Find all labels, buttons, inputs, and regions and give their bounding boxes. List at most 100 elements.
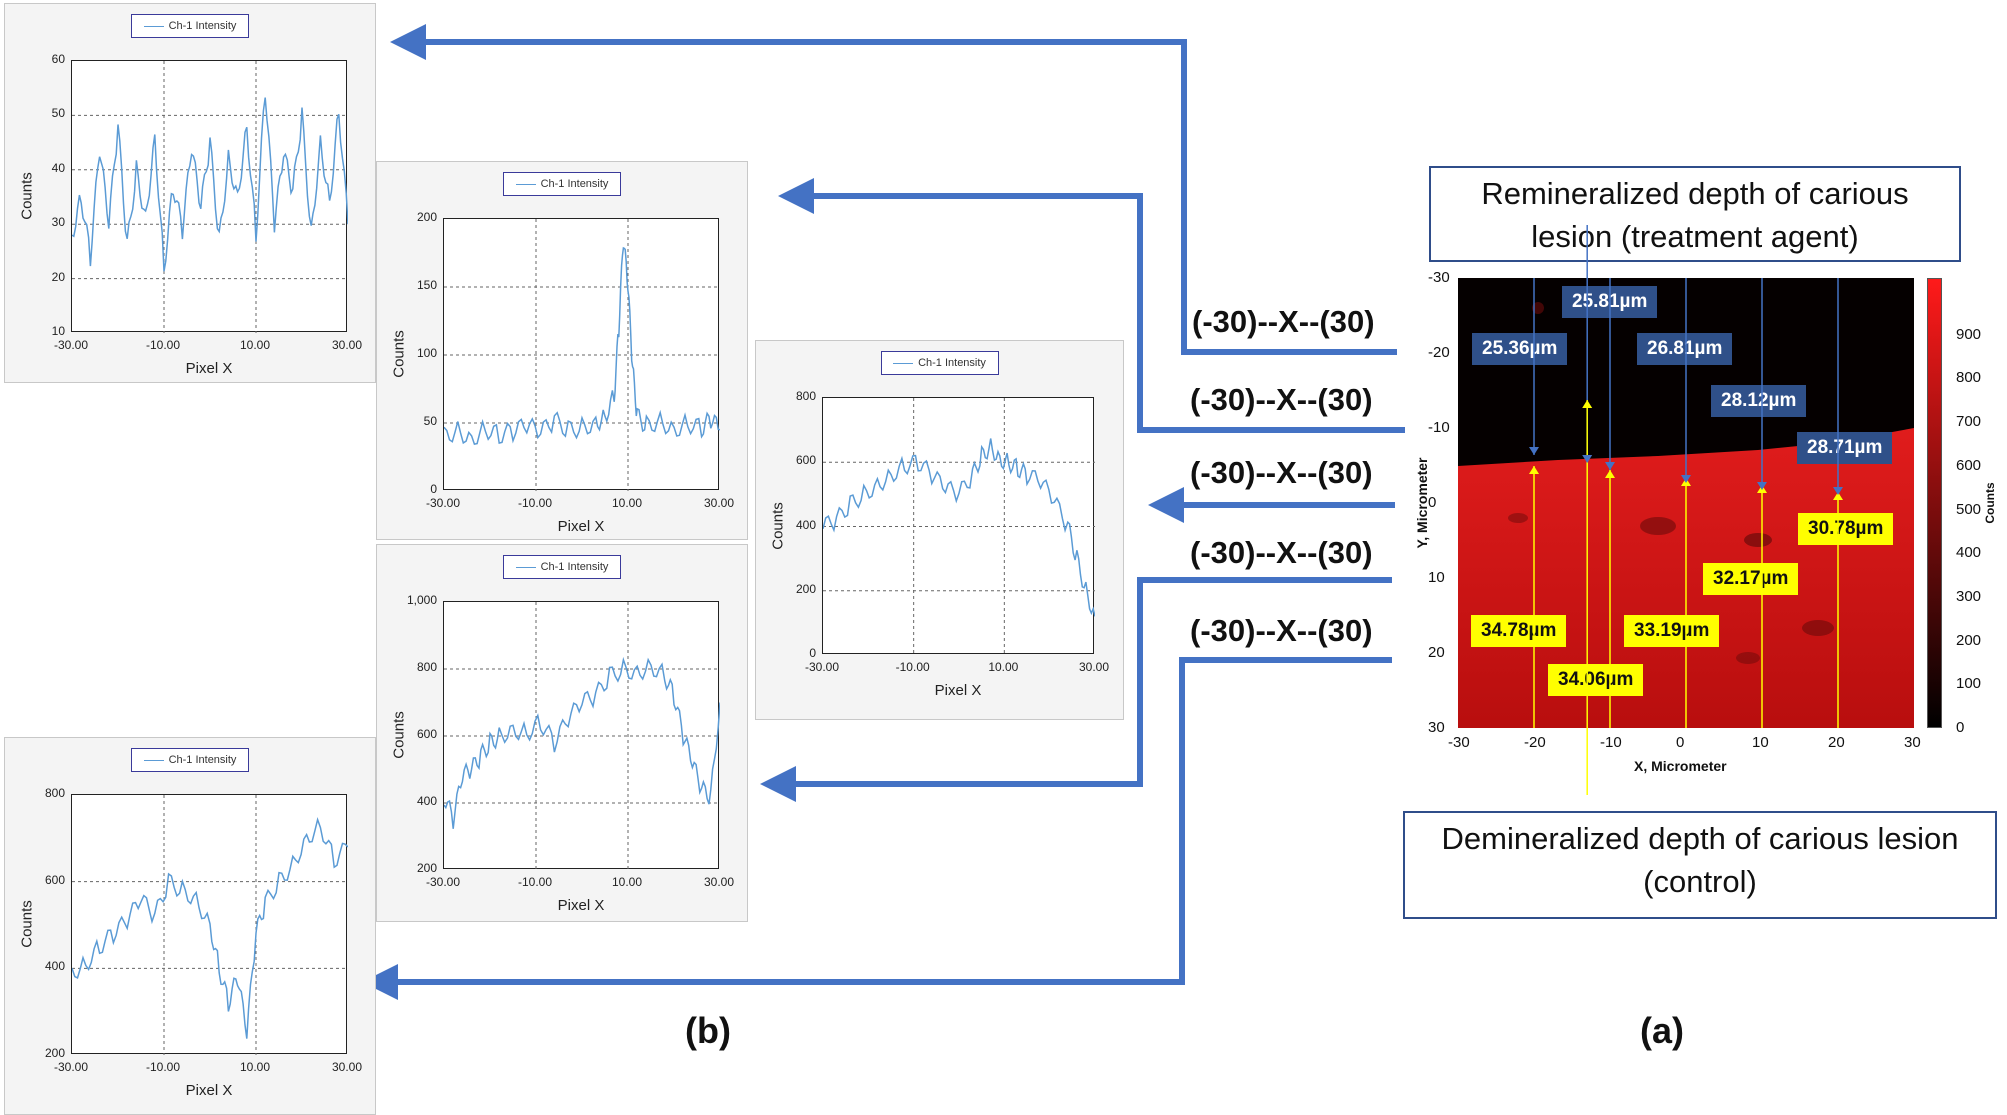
- colorbar: [1927, 278, 1942, 728]
- y-tick-label: 600: [44, 872, 65, 887]
- legend-label: Ch-1 Intensity: [168, 754, 237, 766]
- y-tick-label: 10: [51, 324, 65, 338]
- range-label-3: (-30)--X--(30): [1190, 455, 1373, 490]
- series-line: [823, 438, 1095, 617]
- range-label-4: (-30)--X--(30): [1190, 535, 1373, 570]
- remineralized-depth-1: 25.36µm: [1472, 333, 1568, 365]
- x-axis-label: Pixel X: [185, 1082, 233, 1099]
- y-tick-label: 1,000: [406, 593, 437, 607]
- plot-svg: [444, 602, 720, 870]
- y-tick-label: 100: [416, 346, 437, 360]
- colorbar-label: Counts: [1983, 482, 1997, 524]
- plot-area: [71, 794, 348, 1055]
- remineralized-callout: Remineralized depth of carious lesion (t…: [1429, 166, 1961, 262]
- y-tick-label: 20: [51, 269, 65, 284]
- chart-legend: Ch-1 Intensity: [131, 748, 249, 772]
- heatmap-x-tick: -10: [1600, 734, 1622, 751]
- arrow-1: [390, 24, 1397, 355]
- y-tick-label: 40: [51, 160, 65, 175]
- y-tick-label: 60: [51, 52, 65, 66]
- x-tick-label: 10.00: [239, 338, 271, 352]
- heatmap-y-tick: 10: [1428, 569, 1445, 586]
- colorbar-tick: 100: [1956, 675, 1982, 693]
- x-axis-label: Pixel X: [185, 360, 233, 377]
- heatmap-y-tick: 0: [1428, 494, 1437, 511]
- heatmap-x-tick: 0: [1676, 734, 1685, 751]
- heatmap-x-tick: -30: [1448, 734, 1470, 751]
- range-label-2: (-30)--X--(30): [1190, 382, 1373, 417]
- y-tick-label: 800: [44, 786, 65, 800]
- x-tick-label: -10.00: [517, 875, 553, 889]
- x-axis-label: Pixel X: [557, 518, 605, 535]
- y-axis-label: Counts: [769, 501, 787, 550]
- legend-label: Ch-1 Intensity: [168, 20, 237, 32]
- colorbar-tick: 400: [1956, 544, 1982, 562]
- heatmap-x-tick: 20: [1828, 734, 1845, 751]
- legend-swatch: [893, 362, 914, 364]
- legend-label: Ch-1 Intensity: [918, 357, 986, 369]
- x-tick-label: -30.00: [425, 496, 461, 510]
- x-tick-label: -30.00: [804, 660, 840, 674]
- legend-swatch: [143, 25, 164, 27]
- heatmap-y-tick: -30: [1428, 269, 1450, 286]
- y-tick-label: 600: [416, 727, 437, 741]
- heatmap-x-tick: 10: [1752, 734, 1769, 751]
- panel-a-label: (a): [1640, 1010, 1684, 1051]
- legend-swatch: [143, 759, 164, 761]
- y-tick-label: 50: [51, 106, 65, 121]
- y-tick-label: 150: [416, 278, 437, 292]
- panel-b-label: (b): [685, 1010, 731, 1051]
- x-tick-label: 30.00: [703, 875, 735, 889]
- y-tick-label: 200: [44, 1046, 65, 1060]
- colorbar-tick: 300: [1956, 587, 1982, 605]
- series-line: [72, 97, 348, 272]
- demineralized-depth-2: 34.06µm: [1548, 664, 1644, 696]
- plot-area: [71, 60, 348, 333]
- chart-legend: Ch-1 Intensity: [880, 351, 999, 375]
- heatmap-x-tick: 30: [1904, 734, 1921, 751]
- plot-svg: [72, 795, 348, 1055]
- x-tick-label: -10.00: [895, 660, 930, 674]
- plot-area: [443, 218, 720, 491]
- intensity-chart-5: Ch-1 Intensity 200 400 600 800 -30.00 -10.00 10…: [4, 737, 376, 1115]
- demineralized-depth-1: 34.78µm: [1471, 615, 1567, 647]
- y-tick-label: 400: [416, 794, 437, 808]
- y-tick-label: 400: [44, 959, 65, 974]
- colorbar-tick: 900: [1956, 325, 1982, 343]
- colorbar-tick: 500: [1956, 500, 1982, 518]
- demineralized-callout: Demineralized depth of carious lesion (c…: [1403, 811, 1997, 919]
- heatmap-x-label: X, Micrometer: [1634, 758, 1727, 774]
- x-axis-label: Pixel X: [934, 682, 982, 699]
- demineralized-depth-3: 33.19µm: [1624, 615, 1720, 647]
- remineralized-depth-5: 28.71µm: [1797, 432, 1893, 464]
- x-tick-label: 30.00: [1078, 660, 1110, 674]
- colorbar-tick: 0: [1956, 719, 1965, 736]
- y-tick-label: 800: [416, 660, 437, 674]
- y-tick-label: 600: [795, 453, 816, 468]
- colorbar-tick: 600: [1956, 456, 1982, 474]
- chart-legend: Ch-1 Intensity: [503, 172, 621, 196]
- heatmap-y-tick: 30: [1428, 719, 1445, 736]
- arrow-2: [778, 178, 1405, 433]
- x-tick-label: -10.00: [145, 1060, 181, 1074]
- remineralized-depth-4: 28.12µm: [1711, 385, 1807, 417]
- x-tick-label: 10.00: [611, 496, 643, 510]
- series-line: [72, 816, 348, 1039]
- y-axis-label: Counts: [390, 330, 408, 378]
- legend-swatch: [515, 183, 536, 185]
- y-tick-label: 200: [795, 581, 816, 596]
- plot-svg: [444, 219, 720, 491]
- x-tick-label: 30.00: [331, 1060, 363, 1074]
- x-tick-label: -30.00: [53, 1060, 89, 1074]
- heatmap-y-tick: 20: [1428, 644, 1445, 661]
- y-tick-label: 0: [809, 646, 816, 660]
- x-tick-label: -30.00: [425, 875, 461, 889]
- x-tick-label: -30.00: [53, 338, 89, 352]
- x-tick-label: 10.00: [239, 1060, 271, 1074]
- y-tick-label: 30: [51, 215, 65, 230]
- heatmap-x-tick: -20: [1524, 734, 1546, 751]
- y-tick-label: 800: [795, 389, 816, 403]
